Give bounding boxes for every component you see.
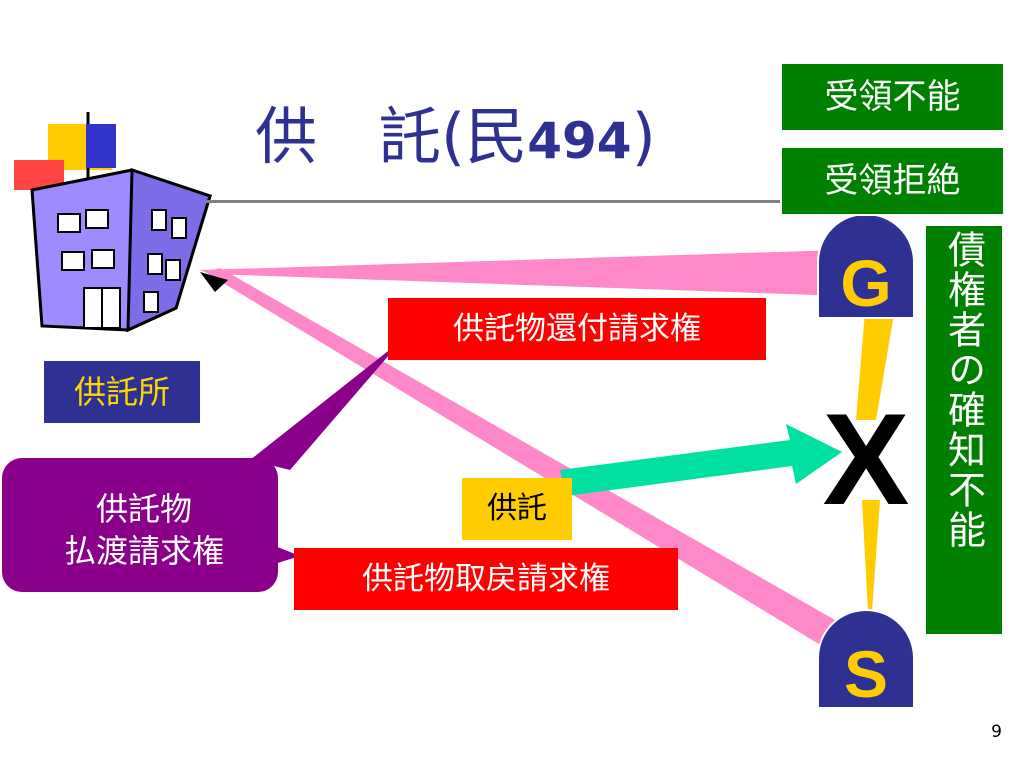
gold-connector-lower <box>862 500 880 612</box>
refusal-to-accept-label: 受領拒絶 <box>780 146 1005 216</box>
creditor-letter: G <box>840 246 891 320</box>
callout-pointer-top <box>250 340 402 470</box>
debtor-node <box>817 609 915 709</box>
callout-line-2: 払渡請求権 <box>63 532 224 570</box>
refund-claim-arrow <box>200 250 845 296</box>
title-main: 供 託(民 <box>255 100 528 173</box>
office-building-icon <box>14 112 212 333</box>
debtor-letter: S <box>844 637 888 711</box>
withdraw-claim-label: 供託物取戻請求権 <box>294 548 678 610</box>
deposit-arrow <box>560 424 842 496</box>
refund-claim-label: 供託物還付請求権 <box>388 298 766 360</box>
callout-box <box>2 458 278 592</box>
arrowhead-to-depot <box>200 272 228 292</box>
deposit-label: 供託 <box>462 478 572 540</box>
gold-connector <box>856 300 896 420</box>
creditor-unknown-label: 債権者の確知不能 <box>924 224 1004 636</box>
inability-to-accept-label: 受領不能 <box>780 62 1005 132</box>
title-close: ) <box>631 100 656 173</box>
page-number: 9 <box>991 722 1002 742</box>
callout-line-1: 供託物 <box>95 490 192 528</box>
slide-title: 供 託(民494) <box>255 92 656 182</box>
deposit-office-label: 供託所 <box>44 361 200 423</box>
unknown-party-letter: X <box>823 386 910 532</box>
title-article-number: 494 <box>527 112 632 170</box>
title-underline <box>205 200 780 203</box>
payout-claim-callout: 供託物 払渡請求権 <box>18 472 270 588</box>
